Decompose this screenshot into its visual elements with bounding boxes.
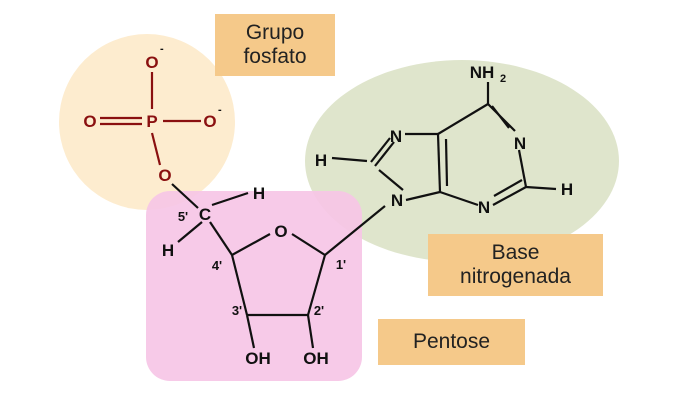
position-1: 1' [336, 257, 346, 272]
pentose-label: Pentose [378, 319, 525, 365]
h-c5-upper: H [253, 184, 265, 203]
phosphate-label: Grupo fosfato [215, 14, 335, 76]
base-region [305, 60, 619, 262]
position-3: 3' [232, 303, 242, 318]
h-c5-lower: H [162, 241, 174, 260]
position-4: 4' [212, 258, 222, 273]
h8: H [315, 151, 327, 170]
n7: N [390, 127, 402, 146]
phosphate-bonds [100, 72, 201, 166]
base-label-line2: nitrogenada [460, 265, 571, 288]
phosphate-label-line1: Grupo [245, 21, 305, 44]
amino-subscript: 2 [500, 73, 506, 85]
o-double: O [83, 112, 96, 131]
amino-group: NH [470, 63, 495, 82]
position-2: 2' [314, 303, 324, 318]
base-label-line1: Base [491, 241, 540, 264]
n1: N [514, 134, 526, 153]
n3: N [478, 198, 490, 217]
minus-sign-right: - [218, 104, 222, 116]
position-5: 5' [178, 209, 188, 224]
n9: N [391, 191, 403, 210]
pentose-bonds [171, 183, 386, 349]
ring-oxygen: O [274, 222, 287, 241]
pentose-region [146, 191, 362, 381]
carbon-5: C [199, 205, 211, 224]
o-minus-top: O [145, 53, 158, 72]
pentose-label-text: Pentose [412, 330, 491, 353]
o-minus-right: O [203, 112, 216, 131]
minus-sign-top: - [160, 43, 164, 55]
hydroxyl-2: OH [303, 349, 329, 368]
phosphate-region [59, 34, 235, 210]
base-bonds [331, 82, 557, 207]
h2: H [561, 180, 573, 199]
phosphorus: P [146, 112, 157, 131]
hydroxyl-3: OH [245, 349, 271, 368]
base-label: Base nitrogenada [428, 234, 603, 296]
phosphate-label-line2: fosfato [243, 45, 307, 68]
o-ester: O [158, 166, 171, 185]
